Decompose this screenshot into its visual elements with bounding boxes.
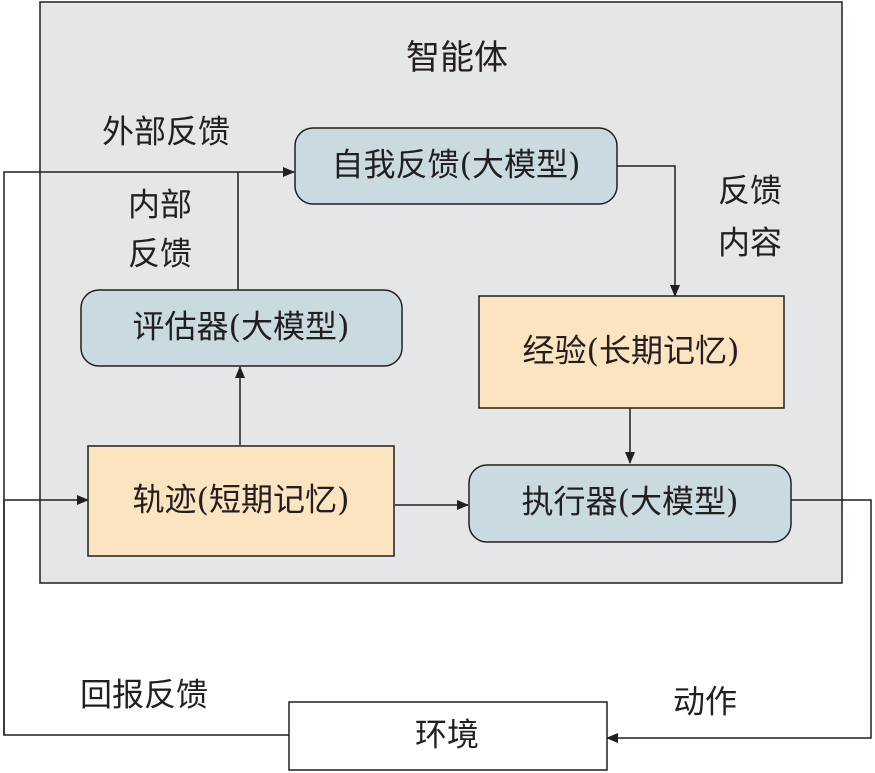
agent-title: 智能体 bbox=[406, 38, 508, 78]
self-feedback-node: 自我反馈(大模型) bbox=[294, 127, 618, 205]
environment-node: 环境 bbox=[288, 701, 608, 771]
action-arrow bbox=[606, 499, 872, 743]
external-feedback-label: 外部反馈 bbox=[102, 113, 230, 151]
reward-feedback-label: 回报反馈 bbox=[80, 676, 208, 714]
feedback-content-label-line2: 内容 bbox=[718, 224, 782, 262]
action-label: 动作 bbox=[673, 683, 737, 721]
trajectory-label: 轨迹(短期记忆) bbox=[133, 481, 350, 519]
executor-node: 执行器(大模型) bbox=[468, 464, 792, 543]
self-feedback-label: 自我反馈(大模型) bbox=[332, 146, 581, 184]
trajectory-node: 轨迹(短期记忆) bbox=[87, 445, 395, 557]
experience-node: 经验(长期记忆) bbox=[478, 295, 785, 409]
experience-label: 经验(长期记忆) bbox=[523, 332, 740, 370]
evaluator-label: 评估器(大模型) bbox=[133, 308, 350, 346]
reward-feedback-arrow bbox=[3, 495, 289, 736]
evaluator-node: 评估器(大模型) bbox=[80, 289, 403, 367]
connectors bbox=[3, 165, 872, 743]
executor-label: 执行器(大模型) bbox=[522, 483, 739, 521]
feedback-content-arrow bbox=[617, 165, 680, 297]
internal-feedback-label-line2: 反馈 bbox=[128, 235, 192, 273]
feedback-content-label-line1: 反馈 bbox=[718, 172, 782, 210]
internal-feedback-label-line1: 内部 bbox=[128, 186, 192, 224]
environment-label: 环境 bbox=[415, 716, 479, 754]
